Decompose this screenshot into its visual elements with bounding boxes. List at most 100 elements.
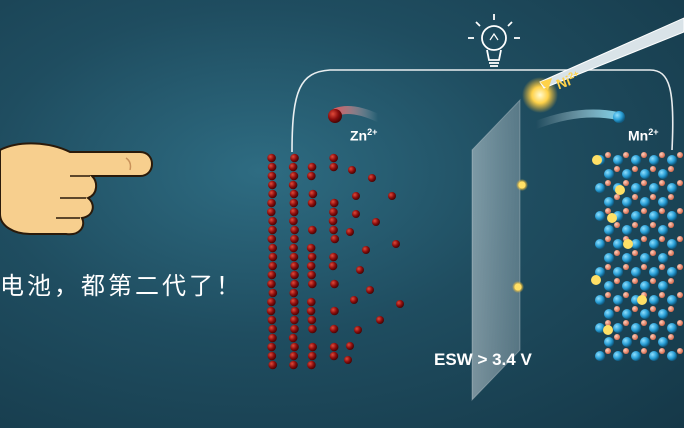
zinc-atom [289,163,298,172]
zinc-atom [346,342,354,350]
zinc-atom [290,154,299,163]
zinc-atom [290,235,299,244]
nickel-atom [615,185,625,195]
manganese-atom [622,169,632,179]
zinc-atom [267,307,276,316]
zinc-atom [307,271,316,280]
zinc-atom [289,217,298,226]
manganese-atom [640,281,650,291]
manganese-atom [649,295,659,305]
zinc-atom [307,361,316,370]
zinc-atom [307,307,316,316]
manganese-atom [658,253,668,263]
zinc-atom [308,325,317,334]
oxygen-atom [677,152,683,158]
manganese-atom [640,253,650,263]
zinc-atom [268,172,277,181]
zinc-atom [289,361,298,370]
oxygen-atom [614,278,620,284]
zinc-atom [307,172,316,181]
manganese-atom [667,323,677,333]
manganese-atom [640,225,650,235]
manganese-atom [631,211,641,221]
manganese-atom [622,197,632,207]
oxygen-atom [650,166,656,172]
oxygen-atom [650,250,656,256]
manganese-atom [613,323,623,333]
oxygen-atom [632,250,638,256]
oxygen-atom [668,222,674,228]
manganese-atom [604,309,614,319]
zinc-atom [307,244,316,253]
oxygen-atom [668,250,674,256]
zinc-atom [308,316,317,325]
oxygen-atom [677,264,683,270]
nickel-atom [603,325,613,335]
zinc-anode-lattice [267,154,404,370]
zinc-atom [291,307,300,316]
oxygen-atom [632,166,638,172]
zinc-atom [308,253,317,262]
manganese-atom [649,351,659,361]
oxygen-atom [605,152,611,158]
zinc-atom [268,235,277,244]
mn-ion-label: Mn2+ [628,127,659,144]
oxygen-atom [659,292,665,298]
zinc-atom [348,166,356,174]
zinc-atom [290,325,299,334]
manganese-atom [604,253,614,263]
oxygen-atom [623,320,629,326]
oxygen-atom [623,152,629,158]
zinc-atom [366,286,374,294]
manganese-atom [595,183,605,193]
zinc-atom [290,190,299,199]
zinc-atom [268,226,277,235]
oxygen-atom [632,194,638,200]
zinc-atom [269,289,278,298]
zinc-atom [376,316,384,324]
manganese-atom [667,183,677,193]
oxygen-atom [641,348,647,354]
zinc-atom [344,356,352,364]
manganese-atom [640,309,650,319]
oxygen-atom [659,152,665,158]
zinc-atom [267,280,276,289]
oxygen-atom [650,334,656,340]
zinc-atom [268,352,277,361]
manganese-atom [631,351,641,361]
zinc-atom [268,361,277,370]
zinc-atom [308,352,317,361]
zinc-atom [290,298,299,307]
manganese-atom [613,267,623,277]
nickel-atom [623,239,633,249]
oxygen-atom [614,166,620,172]
oxygen-atom [632,334,638,340]
oxygen-atom [623,180,629,186]
oxygen-atom [677,348,683,354]
oxygen-atom [623,208,629,214]
oxygen-atom [605,180,611,186]
nickel-atom [591,275,601,285]
zinc-atom [330,325,339,334]
manganese-atom [649,183,659,193]
zinc-atom [289,334,298,343]
zinc-atom [329,208,338,217]
zinc-atom [329,217,338,226]
zinc-atom [307,298,316,307]
zinc-atom [289,244,298,253]
zinc-atom [268,190,277,199]
zinc-atom [268,217,277,226]
mn-ion-trail [536,113,618,125]
manganese-atom [658,337,668,347]
zinc-atom [329,226,338,235]
zinc-atom [290,280,299,289]
oxygen-atom [668,306,674,312]
zinc-atom [308,343,317,352]
zinc-atom [290,172,299,181]
zinc-atom [346,228,354,236]
zinc-atom [267,199,276,208]
manganese-atom [631,267,641,277]
zinc-atom [329,154,338,163]
oxygen-atom [641,152,647,158]
